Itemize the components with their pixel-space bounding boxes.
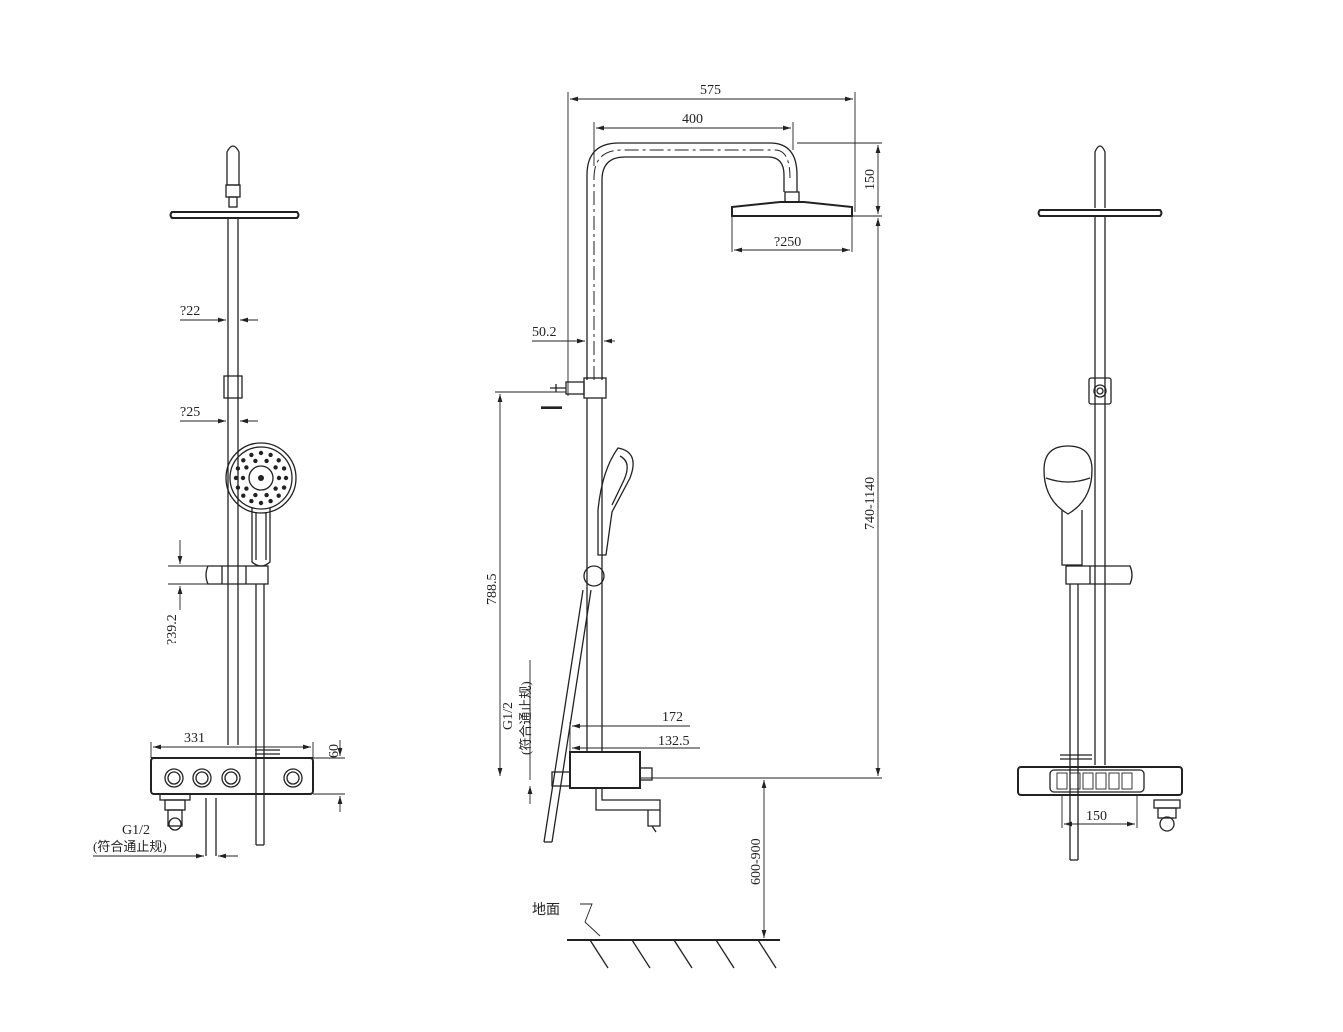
front-view: ?22 ?25 ?39.2 (93, 145, 345, 859)
arm-centerline (593, 149, 791, 380)
nozzle-dot (276, 458, 281, 463)
dim-panel-height-label: 60 (327, 744, 342, 758)
nozzle-dot (258, 500, 264, 506)
back-pipe-cap (1094, 145, 1106, 208)
dim-install-height-label: 600-900 (749, 838, 764, 885)
dim-mount-height-label: 788.5 (485, 574, 500, 606)
nozzle-dot (240, 475, 246, 481)
head-connector (228, 196, 238, 208)
nozzle-dot (253, 492, 258, 498)
hose-side-b (551, 589, 592, 843)
back-bracket (1088, 377, 1112, 405)
dim-arm-length-label: 400 (682, 112, 703, 127)
shower-arm-outer (586, 142, 798, 380)
back-panel (1017, 766, 1183, 796)
nozzle-dot (264, 492, 269, 498)
rain-shower-head-side (731, 201, 853, 217)
standard-note-side: (符合通止规) (518, 681, 533, 755)
hand-shower-face (225, 442, 297, 567)
nozzle-dot (244, 486, 249, 491)
nozzle-dot (235, 466, 241, 471)
nozzle-dot (281, 485, 287, 490)
shower-arm-inner (601, 156, 785, 380)
nozzle-dot (253, 458, 258, 464)
back-hand-shower (1043, 445, 1093, 515)
dim-bar-lower-label: ?25 (180, 405, 200, 420)
pipe-top-cap (226, 145, 240, 186)
ground-leader (580, 903, 601, 937)
thread-spec-side: G1/2 (501, 702, 516, 730)
back-panel-grid (1049, 769, 1145, 793)
nozzle-dot (241, 458, 246, 463)
slide-holder (205, 565, 269, 585)
nozzle-dot (268, 498, 273, 504)
nozzle-dot (258, 450, 264, 456)
nozzle-dot (283, 475, 289, 481)
back-view: 150 (1017, 145, 1183, 861)
panel-grid-cells (1056, 772, 1133, 790)
nozzle-dot (264, 458, 269, 464)
pipe-coupling (223, 375, 243, 399)
dim-bracket-width-label: 150 (1086, 809, 1107, 824)
spout (595, 788, 661, 811)
dim-pipe-offset-label: 50.2 (532, 325, 557, 340)
hose-side-a (543, 589, 584, 843)
thread-spec-left: G1/2 (122, 823, 150, 838)
dim-panel-depth-label: 172 (662, 710, 683, 725)
dim-head-height-label: 150 (863, 169, 878, 190)
dim-head-diameter-label: ?250 (774, 235, 801, 250)
dim-holder-label: ?39.2 (165, 614, 180, 645)
standard-note-left: (符合通止规) (93, 839, 167, 854)
nozzle-dot (281, 466, 287, 471)
nozzle-dot (249, 452, 254, 458)
control-knobs (164, 768, 303, 788)
dim-spout-depth-label: 132.5 (658, 734, 690, 749)
back-slide-holder (1065, 565, 1133, 585)
panel-side (569, 751, 641, 789)
nozzle-dot (276, 475, 282, 481)
nozzle-dot (235, 485, 241, 490)
dim-overall-width-label: 575 (700, 83, 721, 98)
nozzle-dot (273, 465, 278, 470)
nozzle-dot (276, 493, 281, 498)
side-view: 575 400 150 ?250 50.2 (485, 83, 882, 969)
dim-panel-width-label: 331 (184, 731, 205, 746)
nozzle-dot (241, 493, 246, 498)
swivel-joint (225, 184, 241, 198)
hand-shower-side (597, 447, 634, 556)
nozzle-dot (249, 498, 254, 504)
ground-hatching (589, 939, 777, 969)
dim-height-range-label: 740-1140 (863, 477, 878, 530)
slide-knob (583, 565, 605, 587)
nozzle-dot (268, 452, 273, 458)
dim-bar-upper-label: ?22 (180, 304, 200, 319)
nozzle-dot (273, 486, 278, 491)
nozzle-dot (233, 475, 239, 481)
back-rain-head (1037, 209, 1163, 217)
thermostat-panel (150, 757, 314, 795)
rain-shower-head (169, 211, 300, 219)
ground-label: 地面 (532, 902, 560, 918)
wall-bracket (583, 377, 607, 399)
nozzle-dot (244, 465, 249, 470)
